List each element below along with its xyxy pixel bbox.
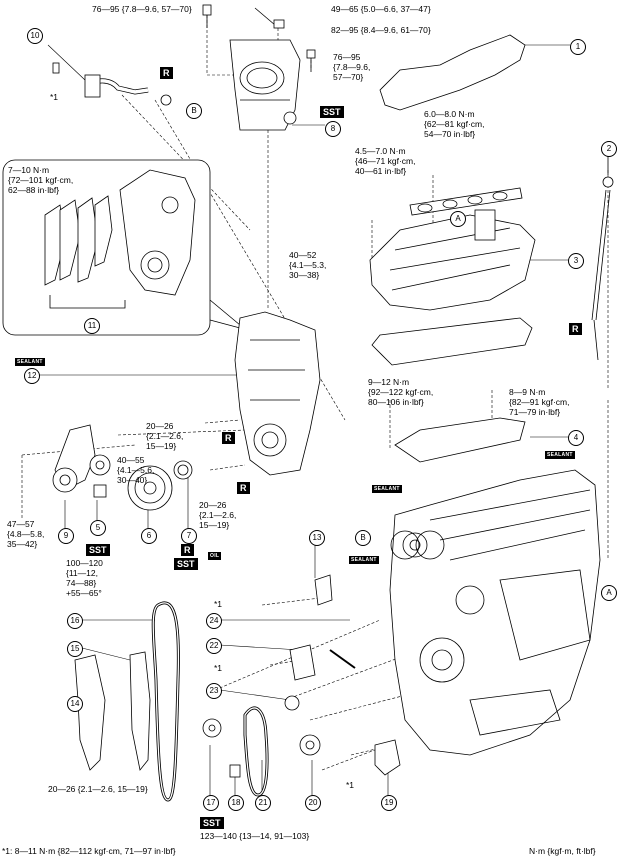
head-cover-gasket — [371, 317, 533, 366]
callout-24: 24 — [206, 613, 222, 629]
callout-11: 11 — [84, 318, 100, 334]
star-label: *1 — [50, 92, 59, 102]
crankshaft-pulley — [127, 465, 173, 511]
callout-7: 7 — [181, 528, 197, 544]
spark-plug-tube-seals — [409, 187, 523, 216]
callout-5: 5 — [90, 520, 106, 536]
torque-label: 82—95 {8.4—9.6, 61—70} — [331, 25, 431, 35]
torque-label: 49—65 {5.0—6.6, 37—47} — [331, 4, 431, 14]
callout-15: 15 — [67, 641, 83, 657]
marker-a-right: A — [601, 585, 617, 601]
cylinder-head-cover — [369, 209, 536, 311]
top-bolts — [202, 4, 316, 72]
torque-label: 9—12 N·m {92—122 kgf·cm, 80—106 in·lbf} — [368, 377, 434, 407]
chain-tensioner — [289, 644, 316, 681]
chain-guide-15 — [129, 651, 151, 771]
callout-12: 12 — [24, 368, 40, 384]
torque-label: 8—9 N·m {82—91 kgf·cm, 71—79 in·lbf} — [509, 387, 570, 417]
torque-label: 47—57 {4.8—5.8, 35—42} — [7, 519, 45, 549]
chain-guide-upper — [314, 574, 333, 606]
torque-label: 4.5—7.0 N·m {46—71 kgf·cm, 40—61 in·lbf} — [355, 146, 416, 176]
oil-pump-sprocket — [299, 734, 321, 756]
ventilation-hose — [52, 62, 172, 106]
callout-22: 22 — [206, 638, 222, 654]
callout-4: 4 — [568, 430, 584, 446]
torque-label: 40—52 {4.1—5.3, 30—38} — [289, 250, 327, 280]
replace-badge: R — [160, 67, 173, 79]
replace-badge: R — [181, 544, 194, 556]
sealant-badge: SEALANT — [545, 451, 575, 459]
star-label: *1 — [214, 663, 223, 673]
callout-23: 23 — [206, 683, 222, 699]
callout-13: 13 — [309, 530, 325, 546]
sst-badge: SST — [320, 106, 344, 118]
callout-10: 10 — [27, 28, 43, 44]
torque-label: 76—95 {7.8—9.6, 57—70} — [333, 52, 371, 82]
oil-pump-bolt — [229, 764, 241, 778]
replace-badge: R — [569, 323, 582, 335]
oil-icon: OIL — [208, 552, 222, 560]
callout-19: 19 — [381, 795, 397, 811]
engine-assembly — [389, 469, 601, 756]
replace-badge: R — [222, 432, 235, 444]
callout-16: 16 — [67, 613, 83, 629]
star-label: *1 — [214, 599, 223, 609]
front-oil-seal — [173, 460, 193, 480]
tensioner-arm-sprocket — [284, 695, 300, 711]
marker-b-engine: B — [355, 530, 371, 546]
torque-label: 76—95 {7.8—9.6, 57—70} — [92, 4, 192, 14]
sst-badge: SST — [86, 544, 110, 556]
marker-a-top: A — [450, 211, 466, 227]
oil-pump-chain-tensioner — [374, 739, 401, 776]
callout-20: 20 — [305, 795, 321, 811]
callout-14: 14 — [67, 696, 83, 712]
tensioner-pin — [329, 649, 356, 669]
crankshaft-sprocket — [202, 718, 222, 738]
torque-label: 7—10 N·m {72—101 kgf·cm, 62—88 in·lbf} — [8, 165, 74, 195]
star-label: *1 — [346, 780, 355, 790]
callout-8: 8 — [325, 121, 341, 137]
torque-label: 100—120 {11—12, 74—88} +55—65° — [66, 558, 103, 598]
sealant-badge: SEALANT — [372, 485, 402, 493]
callout-17: 17 — [203, 795, 219, 811]
dipstick — [591, 155, 614, 361]
footnote: *1: 8—11 N·m {82—112 kgf·cm, 71—97 in·lb… — [2, 846, 176, 856]
callout-2: 2 — [601, 141, 617, 157]
callout-3: 3 — [568, 253, 584, 269]
callout-9: 9 — [58, 528, 74, 544]
callout-18: 18 — [228, 795, 244, 811]
torque-label: 6.0—8.0 N·m {62—81 kgf·cm, 54—70 in·lbf} — [424, 109, 485, 139]
chain-guide-14 — [74, 654, 106, 771]
torque-label: 40—55 {4.1—5.6, 30—40} — [117, 455, 155, 485]
callout-1: 1 — [570, 39, 586, 55]
camshaft-cap-plate — [394, 417, 526, 463]
callout-6: 6 — [141, 528, 157, 544]
drive-belt-tensioner — [52, 424, 96, 493]
callout-21: 21 — [255, 795, 271, 811]
units-note: N·m {kgf·m, ft·lbf} — [529, 846, 596, 856]
sealant-badge: SEALANT — [15, 358, 45, 366]
timing-chain-cover — [234, 311, 321, 476]
engine-mount-bracket — [229, 39, 301, 131]
torque-label: 20—26 {2.1—2.6, 15—19} — [199, 500, 237, 530]
torque-label: 123—140 {13—14, 91—103} — [200, 831, 310, 841]
replace-badge: R — [237, 482, 250, 494]
marker-b-top: B — [186, 103, 202, 119]
torque-label: 20—26 {2.1—2.6, 15—19} — [48, 784, 148, 794]
callout-leaders — [37, 44, 570, 795]
sealant-badge: SEALANT — [349, 556, 379, 564]
sst-badge: SST — [200, 817, 224, 829]
sst-badge: SST — [174, 558, 198, 570]
torque-label: 20—26 {2.1—2.6, 15—19} — [146, 421, 184, 451]
idler-pulley — [89, 454, 111, 498]
engine-cover — [379, 34, 526, 111]
inset-gaskets — [44, 169, 196, 296]
